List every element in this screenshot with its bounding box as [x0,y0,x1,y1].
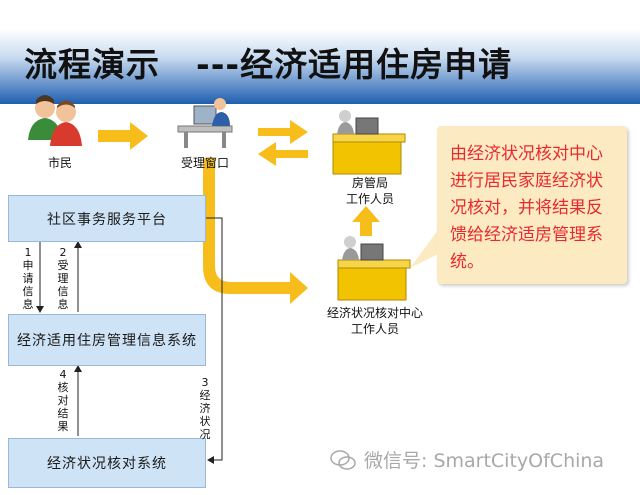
check-center-label: 经济状况核对中心 工作人员 [310,305,440,337]
community-platform-box: 社区事务服务平台 [8,195,206,242]
citizen-label: 市民 [47,156,72,170]
window-desk-icon [177,98,233,148]
citizen-icon [28,95,82,146]
callout-line: 进行居民家庭经济状 [450,171,603,191]
step2-char: 信 [57,285,69,298]
check-center-to-bureau-arrow [352,206,380,236]
housing-info-system-box: 经济适用住房管理信息系统 [8,314,206,366]
step3-char: 经 [199,389,211,402]
step4-char: 核 [57,381,69,394]
step4-char: 果 [57,420,69,433]
title-sub: ---经济适用住房申请 [196,45,513,84]
step2-char: 理 [57,272,69,285]
callout-line: 由经济状况核对中心 [450,144,603,164]
window-to-bureau-arrow [258,120,308,144]
check-center-desk-icon [337,236,411,301]
step1-char: 1 [24,246,32,259]
step2-char: 受 [57,259,69,272]
step4-label: 4 核 对 结 果 [56,368,70,433]
watermark-text: 微信号: SmartCityOfChina [364,450,605,472]
step1-char: 申 [22,259,34,272]
callout-line: 馈给经济适房管理系统。 [450,225,603,272]
step3-char: 济 [199,402,211,415]
housing-bureau-label: 房管局 工作人员 [330,175,410,207]
watermark: 微信号: SmartCityOfChina [330,446,604,473]
window-label: 受理窗口 [180,156,229,170]
bureau-to-window-arrow [258,142,308,166]
callout-line: 况核对，并将结果反 [450,198,603,218]
step1-char: 信 [22,285,34,298]
step1-char: 息 [22,298,34,311]
step2-char: 息 [57,298,69,311]
step4-char: 结 [57,407,69,420]
page-title: 流程演示 ---经济适用住房申请 [24,38,512,86]
step4-char: 4 [59,368,67,381]
callout-pointer [410,230,438,268]
callout-box [437,126,627,284]
economic-status-arrow [204,217,223,464]
economic-check-system-box: 经济状况核对系统 [8,438,206,488]
step4-char: 对 [57,394,69,407]
step3-label: 3 经 济 状 况 [198,376,212,441]
title-main: 流程演示 [24,45,160,84]
step3-char: 状 [199,415,211,428]
step3-char: 况 [199,428,211,441]
wechat-icon [330,449,356,470]
step1-label: 1 申 请 信 息 [21,246,35,311]
check-center-label-line1: 经济状况核对中心 [326,306,423,320]
title-bar [0,0,640,104]
callout-text: 由经济状况核对中心 进行居民家庭经济状 况核对，并将结果反 馈给经济适房管理系统… [450,141,620,276]
window-to-check-center-arrow [203,158,308,304]
step2-char: 2 [59,246,67,259]
step1-char: 请 [22,272,34,285]
check-center-label-line2: 工作人员 [350,322,399,336]
housing-bureau-label-line2: 工作人员 [345,192,394,206]
housing-bureau-desk-icon [332,110,406,175]
housing-bureau-label-line1: 房管局 [351,176,388,190]
step2-label: 2 受 理 信 息 [56,246,70,311]
step3-char: 3 [201,376,209,389]
citizen-to-window-arrow [98,122,148,150]
